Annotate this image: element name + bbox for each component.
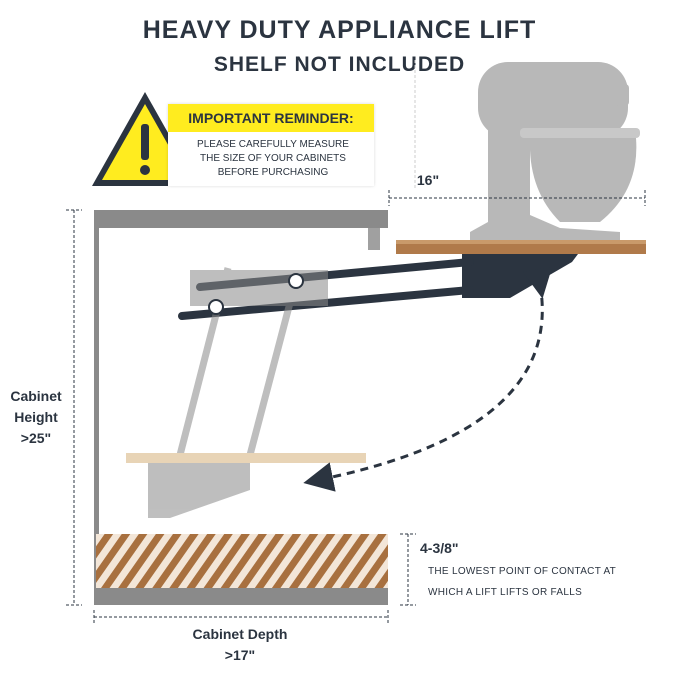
clearance-note-1: THE LOWEST POINT OF CONTACT AT [428,566,617,577]
cabinet-frame [94,210,388,605]
shelf-width-dimension [388,60,646,206]
lowered-shelf [126,453,366,463]
cabinet-depth-label: Cabinet Depth [192,626,288,642]
clearance-zone [96,534,388,588]
pivot-joint-lower [208,299,224,315]
cabinet-height-line-1: Cabinet [10,388,62,404]
stand-mixer-illustration [470,62,640,240]
cabinet-height-dimension [66,209,82,606]
clearance-dimension [400,533,416,606]
shelf-width-label: 16" [416,172,440,188]
motion-arrow [303,266,553,492]
page-subtitle: SHELF NOT INCLUDED [213,53,466,76]
cabinet-depth-value: >17" [224,647,256,663]
reminder-line-1: PLEASE CAREFULLY MEASURE [197,139,349,150]
clearance-label: 4-3/8" [420,540,459,556]
lowered-lift-ghost [148,267,328,518]
cabinet-height-label: Cabinet Height >25" [0,386,72,449]
cabinet-height-line-2: Height [14,409,58,425]
reminder-line-3: BEFORE PURCHASING [217,167,329,178]
clearance-note-2: WHICH A LIFT LIFTS OR FALLS [428,587,583,598]
reminder-line-2: THE SIZE OF YOUR CABINETS [200,153,346,164]
reminder-heading: IMPORTANT REMINDER: [168,104,374,132]
page-title: HEAVY DUTY APPLIANCE LIFT [142,16,537,44]
pivot-joint-upper [288,273,304,289]
reminder-body: PLEASE CAREFULLY MEASURE THE SIZE OF YOU… [178,138,368,180]
cabinet-depth-dimension [93,610,389,624]
cabinet-height-line-3: >25" [20,430,52,446]
